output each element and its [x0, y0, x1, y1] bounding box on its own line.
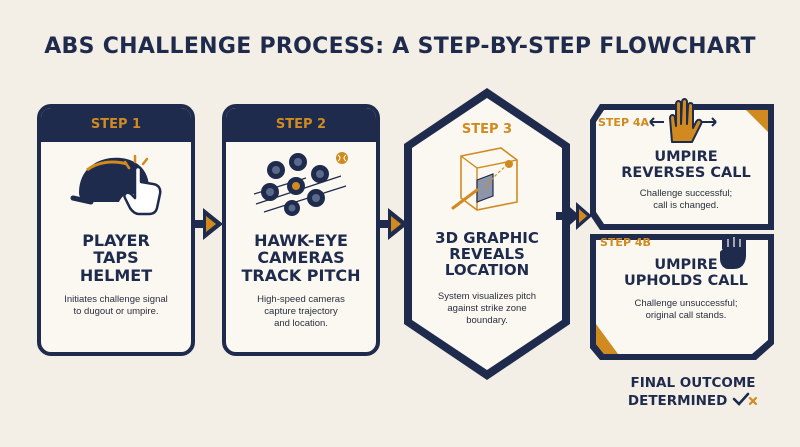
- step-3-card: [404, 88, 570, 380]
- step-4a-label: STEP 4A: [598, 116, 649, 129]
- step-3-label: STEP 3: [461, 122, 513, 137]
- page-title: ABS CHALLENGE PROCESS: A STEP-BY-STEP FL…: [44, 34, 756, 59]
- step-2-label: STEP 2: [275, 117, 327, 132]
- step-1-header: [41, 108, 191, 142]
- step-4a-description: Challenge successful; call is changed.: [639, 188, 733, 211]
- step-4b-description: Challenge unsuccessful; original call st…: [634, 298, 738, 321]
- step-4b-card: [590, 234, 774, 360]
- step-1-label: STEP 1: [90, 117, 142, 132]
- step-2-header: [226, 108, 376, 142]
- step-4b-label: STEP 4B: [600, 236, 651, 249]
- step-3-description: System visualizes pitch against strike z…: [437, 291, 537, 326]
- flow-arrow-3: [556, 202, 592, 230]
- final-outcome: FINAL OUTCOME DETERMINED: [608, 375, 778, 409]
- open-hand-icon: [649, 98, 717, 143]
- fist-icon: [720, 234, 746, 269]
- step-4a-card: [590, 104, 774, 230]
- step-4a-heading: UMPIRE REVERSES CALL: [621, 149, 751, 181]
- step-3-heading: 3D GRAPHIC REVEALS LOCATION: [435, 229, 539, 280]
- flow-arrow-2: [380, 208, 408, 240]
- step-2-heading: HAWK-EYE CAMERAS TRACK PITCH: [241, 231, 361, 285]
- strike-zone-cube-icon: [451, 147, 518, 211]
- flow-arrow-1: [195, 208, 223, 240]
- step-1-description: Initiates challenge signal to dugout or …: [64, 294, 168, 317]
- tracking-cameras-icon: [253, 152, 348, 216]
- step-2-card: STEP 2 HAWK-EYE CAMERAS TRACK PITCH High…: [222, 104, 380, 356]
- check-x-icon: [732, 392, 758, 406]
- helmet-tap-icon: [70, 154, 162, 216]
- step-1-heading: PLAYER TAPS HELMET: [79, 231, 153, 285]
- step-1-card: STEP 1 PLAYER TAPS HELMET Initiates chal…: [37, 104, 195, 356]
- step-2-description: High-speed cameras capture trajectory an…: [257, 294, 345, 329]
- step-4b-heading: UMPIRE UPHOLDS CALL: [624, 257, 748, 289]
